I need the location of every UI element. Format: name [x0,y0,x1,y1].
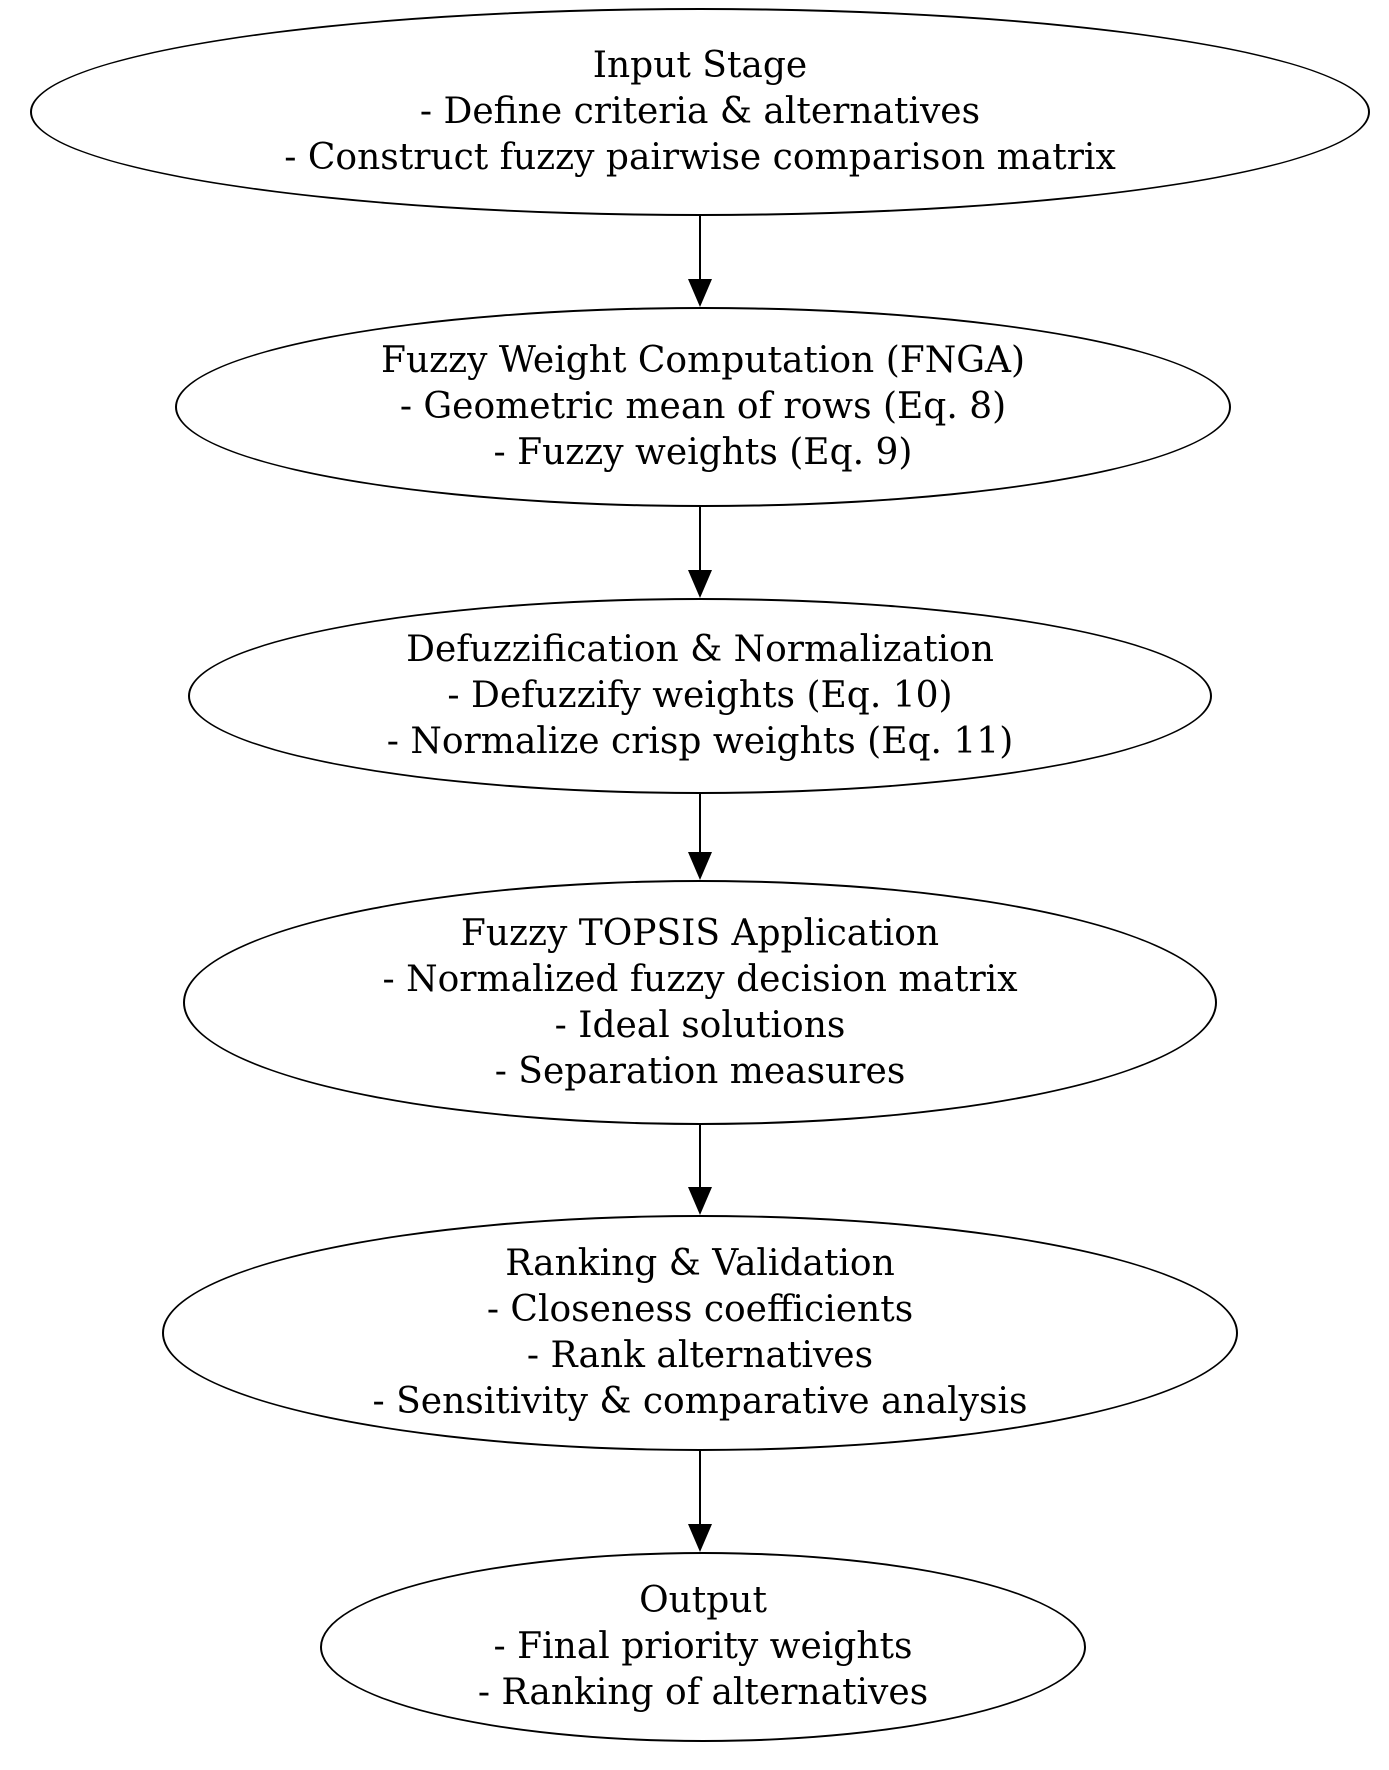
node-bullet: - Defuzzify weights (Eq. 10) [447,675,953,716]
node-defuzzification-normalization: Defuzzification & Normalization - Defuzz… [188,598,1212,794]
arrowhead-icon [688,1187,712,1215]
node-bullet: - Normalized fuzzy decision matrix [382,958,1018,1000]
arrow-shaft [698,216,702,279]
arrow-ranking-to-output [687,1451,713,1552]
arrow-shaft [698,1451,702,1524]
node-bullet: - Construct fuzzy pairwise comparison ma… [284,137,1116,178]
node-input-stage: Input Stage - Define criteria & alternat… [30,8,1370,216]
node-bullet: - Fuzzy weights (Eq. 9) [493,432,913,473]
arrow-weight-to-defuzz [687,507,713,598]
node-bullet: - Rank alternatives [526,1335,874,1376]
arrow-input-to-weight [687,216,713,307]
arrow-shaft [698,1125,702,1187]
node-bullet: - Define criteria & alternatives [419,91,981,132]
node-title: Fuzzy Weight Computation (FNGA) [380,340,1026,381]
node-fuzzy-topsis-application: Fuzzy TOPSIS Application - Normalized fu… [183,880,1217,1125]
node-bullet: - Ideal solutions [554,1004,846,1046]
node-bullet: - Separation measures [494,1050,906,1092]
arrow-shaft [698,507,702,570]
arrowhead-icon [688,279,712,307]
node-bullet: - Final priority weights [493,1626,913,1667]
arrowhead-icon [688,852,712,880]
node-title: Fuzzy TOPSIS Application [460,912,940,954]
node-bullet: - Normalize crisp weights (Eq. 11) [386,721,1014,762]
arrow-topsis-to-ranking [687,1125,713,1215]
node-bullet: - Closeness coefficients [486,1289,914,1330]
arrowhead-icon [688,1524,712,1552]
node-bullet: - Sensitivity & comparative analysis [372,1381,1028,1422]
node-bullet: - Geometric mean of rows (Eq. 8) [399,386,1007,427]
node-title: Defuzzification & Normalization [406,629,994,670]
arrow-shaft [698,794,702,852]
node-bullet: - Ranking of alternatives [477,1672,929,1713]
node-title: Ranking & Validation [505,1243,895,1284]
node-title: Input Stage [592,45,808,86]
node-ranking-validation: Ranking & Validation - Closeness coeffic… [162,1215,1238,1451]
arrowhead-icon [688,570,712,598]
arrow-defuzz-to-topsis [687,794,713,880]
node-title: Output [639,1580,767,1621]
node-output: Output - Final priority weights - Rankin… [320,1552,1086,1742]
node-fuzzy-weight-computation: Fuzzy Weight Computation (FNGA) - Geomet… [175,307,1231,507]
